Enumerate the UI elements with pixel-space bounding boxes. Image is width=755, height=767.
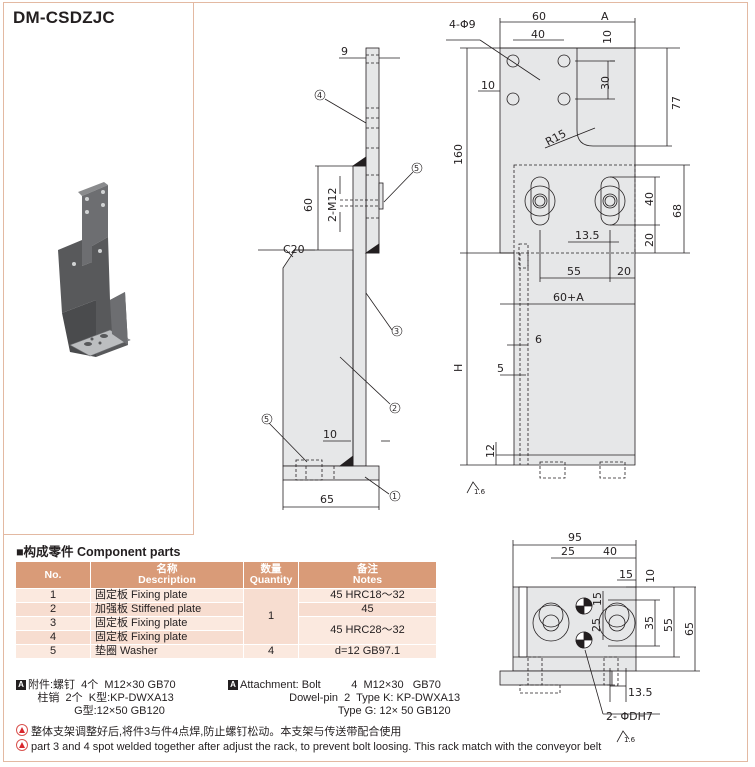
model-title: DM-CSDZJC bbox=[13, 8, 115, 27]
row-desc: 固定板 Fixing plate bbox=[90, 588, 244, 603]
row-no: 1 bbox=[15, 588, 91, 603]
row-notes: 45 HRC18～32 bbox=[298, 588, 437, 603]
warning-icon bbox=[16, 739, 28, 751]
row-notes: 45 bbox=[298, 602, 437, 617]
page-frame bbox=[3, 2, 748, 762]
note-en: part 3 and 4 spot welded together after … bbox=[16, 739, 601, 754]
row-qty: 4 bbox=[243, 644, 299, 659]
warning-icon bbox=[16, 724, 28, 736]
row-notes: 45 HRC28～32 bbox=[298, 616, 437, 645]
table-row: 4 固定板 Fixing plate bbox=[15, 630, 437, 645]
attachment-badge-icon: A bbox=[16, 680, 26, 690]
row-no: 4 bbox=[15, 630, 91, 645]
row-no: 3 bbox=[15, 616, 91, 631]
table-row: 2 加强板 Stiffened plate 45 bbox=[15, 602, 437, 617]
table-row: 3 固定板 Fixing plate 45 HRC28～32 bbox=[15, 616, 437, 645]
table-row: 1 固定板 Fixing plate 1 45 HRC18～32 bbox=[15, 588, 437, 645]
row-no: 5 bbox=[15, 644, 91, 659]
row-desc: 固定板 Fixing plate bbox=[90, 630, 244, 645]
table-row: 5 垫圈 Washer 4 d=12 GB97.1 bbox=[15, 644, 437, 659]
note-cn: 整体支架调整好后,将件3与件4点焊,防止螺钉松动。本支架与传送带配合使用 bbox=[16, 724, 401, 739]
row-notes: d=12 GB97.1 bbox=[298, 644, 437, 659]
product-image-box bbox=[3, 2, 194, 535]
component-parts-title: ■构成零件 Component parts bbox=[16, 545, 181, 559]
attachment-badge-icon: A bbox=[228, 680, 238, 690]
header-no: No. bbox=[15, 561, 91, 589]
row-desc: 固定板 Fixing plate bbox=[90, 616, 244, 631]
row-no: 2 bbox=[15, 602, 91, 617]
row-desc: 加强板 Stiffened plate bbox=[90, 602, 244, 617]
row-desc: 垫圈 Washer bbox=[90, 644, 244, 659]
row-qty: 1 bbox=[243, 588, 299, 645]
